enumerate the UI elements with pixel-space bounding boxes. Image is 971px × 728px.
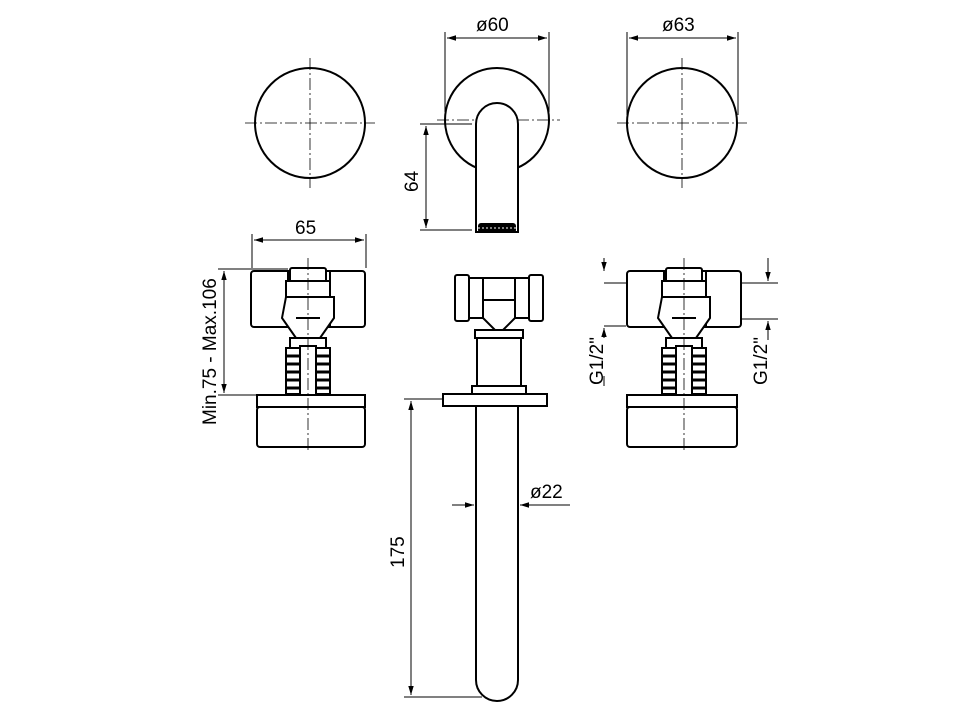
top-view-right-rosette: ø63 bbox=[617, 15, 747, 188]
dim-handle-width: 65 bbox=[295, 218, 316, 239]
dim-spout-diameter: ø22 bbox=[530, 482, 563, 503]
side-view-left-valve: 65 Min.75 - Max.106 bbox=[200, 218, 367, 452]
dim-rosette-spout: ø60 bbox=[476, 15, 509, 36]
dim-spout-height: 64 bbox=[402, 170, 423, 192]
dim-wall-range: Min.75 - Max.106 bbox=[200, 278, 221, 425]
top-view-left-rosette bbox=[245, 58, 375, 188]
thread-label-right: G1/2" bbox=[751, 337, 772, 385]
dim-rosette-handle: ø63 bbox=[662, 15, 695, 36]
side-view-spout: ø22 175 bbox=[388, 274, 570, 702]
thread-label-left: G1/2" bbox=[587, 337, 608, 385]
side-view-right-valve: G1/2" G1/2" bbox=[587, 258, 778, 452]
top-view-spout: ø60 64 bbox=[402, 15, 560, 233]
dim-spout-length: 175 bbox=[388, 536, 409, 568]
